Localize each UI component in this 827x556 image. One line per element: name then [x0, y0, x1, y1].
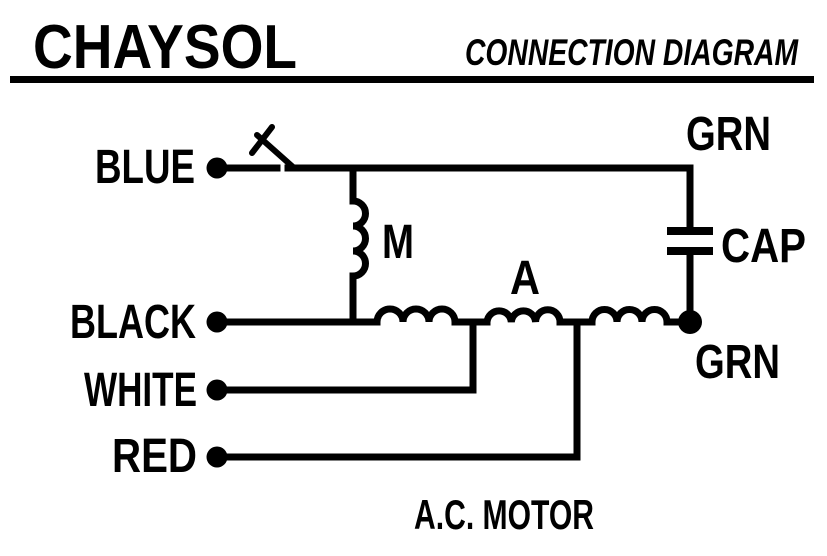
ground-top-label: GRN [686, 108, 771, 161]
junction-dot [678, 310, 702, 334]
ground-bottom-label: GRN [695, 336, 780, 389]
page-title: CONNECTION DIAGRAM [465, 32, 799, 73]
brand-title: CHAYSOL [33, 13, 297, 82]
white-terminal-dot [206, 379, 228, 401]
aux-winding-coil-2 [483, 306, 564, 323]
aux-winding-label: A [510, 252, 540, 305]
m-winding-label: M [382, 216, 414, 269]
red-wire-label: RED [112, 430, 197, 483]
capacitor-bottom-plate [667, 247, 713, 255]
header-divider [10, 76, 814, 83]
blue-wire-label: BLUE [95, 141, 195, 194]
black-wire-label: BLACK [70, 296, 196, 349]
white-wire-label: WHITE [84, 364, 197, 417]
red-terminal-dot [206, 446, 228, 468]
capacitor-label: CAP [721, 220, 806, 273]
aux-winding-coil-1 [373, 305, 459, 323]
motor-caption: A.C. MOTOR [414, 491, 594, 538]
red-wire [224, 318, 581, 461]
capacitor-top-plate [667, 227, 713, 235]
aux-winding-coil-3 [588, 306, 671, 323]
switch-cross-mark [249, 124, 275, 156]
blue-terminal-dot [206, 157, 228, 179]
m-winding-coil [352, 197, 369, 280]
black-terminal-dot [206, 311, 228, 333]
white-wire [224, 318, 477, 394]
